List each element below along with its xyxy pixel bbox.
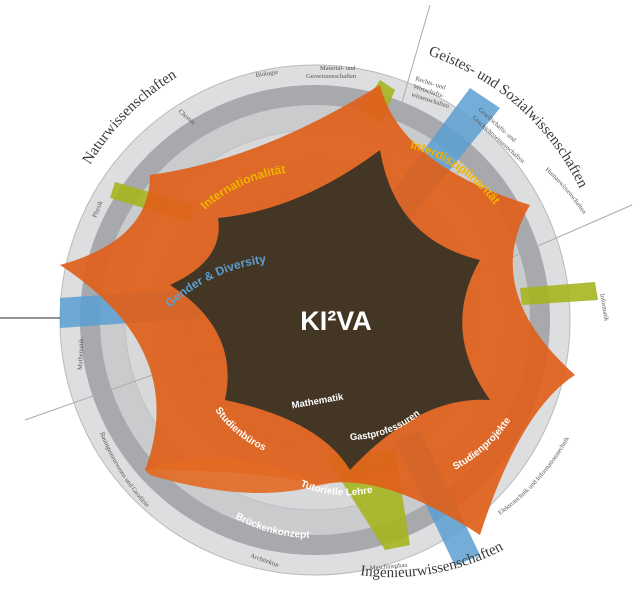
discipline-mathematik: Mathematik (77, 338, 85, 370)
discipline-informatik: Informatik (598, 293, 610, 322)
discipline-material: Material- und (320, 65, 356, 72)
orange-lobe-bottom (145, 458, 320, 493)
dark-center-shape (170, 150, 490, 470)
olive-band-right (520, 282, 598, 305)
discipline-material-2: Geowissenschaften (306, 73, 357, 80)
discipline-maschinenbau: Maschinenbau (370, 562, 409, 572)
discipline-biologie: Biologie (255, 69, 278, 79)
center-label: KI²VA (300, 306, 372, 336)
